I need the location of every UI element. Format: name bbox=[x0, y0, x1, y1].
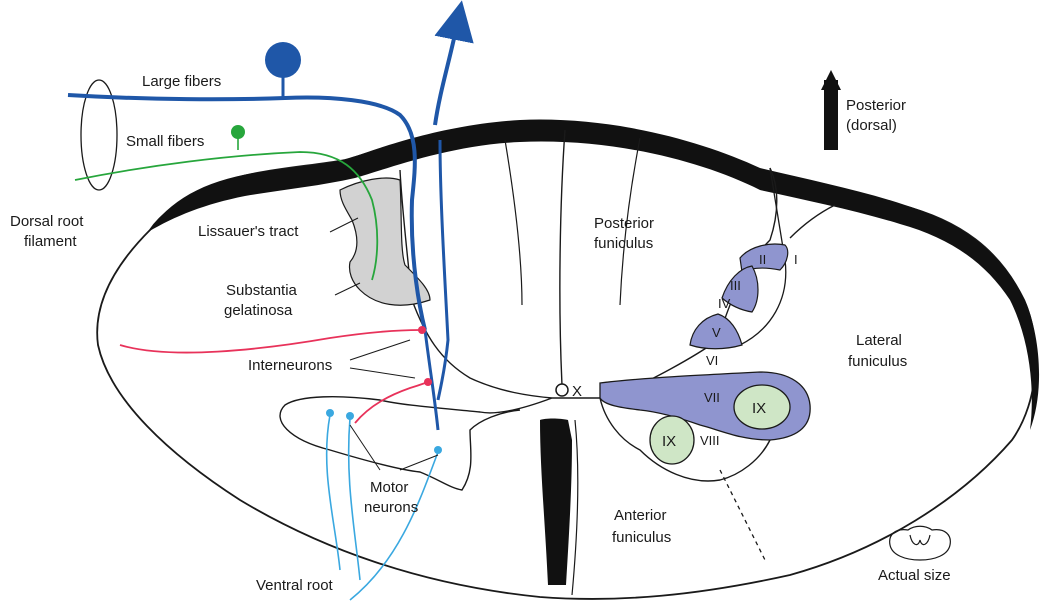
motor-neuron-2 bbox=[346, 412, 354, 420]
label-anterior-funiculus-1: Anterior bbox=[614, 507, 667, 524]
label-motor-1: Motor bbox=[370, 479, 408, 496]
label-ventral-root: Ventral root bbox=[256, 577, 334, 594]
lamina-label-III: III bbox=[730, 278, 741, 293]
label-lateral-funiculus-1: Lateral bbox=[856, 332, 902, 349]
lamina-label-I: I bbox=[794, 252, 798, 267]
label-actual-size: Actual size bbox=[878, 567, 951, 584]
label-posterior-funiculus-2: funiculus bbox=[594, 235, 653, 252]
label-lissauer: Lissauer's tract bbox=[198, 223, 299, 240]
central-canal bbox=[556, 384, 568, 396]
label-lateral-funiculus-2: funiculus bbox=[848, 353, 907, 370]
small-fiber-cell-body bbox=[231, 125, 245, 139]
lamina-label-IX-lateral: IX bbox=[752, 400, 766, 417]
label-posterior-direction-1: Posterior bbox=[846, 97, 906, 114]
motor-neuron-3 bbox=[434, 446, 442, 454]
lamina-label-VIII: VIII bbox=[700, 433, 720, 448]
label-dorsal-root-1: Dorsal root bbox=[10, 213, 84, 230]
lamina-label-II: II bbox=[759, 252, 766, 267]
large-fiber-cell-body bbox=[265, 42, 301, 78]
lamina-label-X: X bbox=[572, 383, 582, 400]
label-dorsal-root-2: filament bbox=[24, 233, 77, 250]
label-substantia-1: Substantia bbox=[226, 282, 298, 299]
label-interneurons: Interneurons bbox=[248, 357, 332, 374]
label-posterior-funiculus-1: Posterior bbox=[594, 215, 654, 232]
motor-neuron-1 bbox=[326, 409, 334, 417]
label-motor-2: neurons bbox=[364, 499, 418, 516]
lamina-label-VII: VII bbox=[704, 390, 720, 405]
lamina-label-IV: IV bbox=[718, 296, 731, 311]
label-posterior-direction-2: (dorsal) bbox=[846, 117, 897, 134]
label-anterior-funiculus-2: funiculus bbox=[612, 529, 671, 546]
interneuron-terminal-upper bbox=[418, 326, 426, 334]
lamina-label-IX-medial: IX bbox=[662, 433, 676, 450]
interneuron-terminal-lower bbox=[424, 378, 432, 386]
lamina-label-V: V bbox=[712, 325, 721, 340]
label-large-fibers: Large fibers bbox=[142, 73, 221, 90]
large-fiber-ascending bbox=[435, 20, 458, 125]
label-substantia-2: gelatinosa bbox=[224, 302, 293, 319]
label-small-fibers: Small fibers bbox=[126, 133, 204, 150]
lamina-label-VI: VI bbox=[706, 353, 718, 368]
